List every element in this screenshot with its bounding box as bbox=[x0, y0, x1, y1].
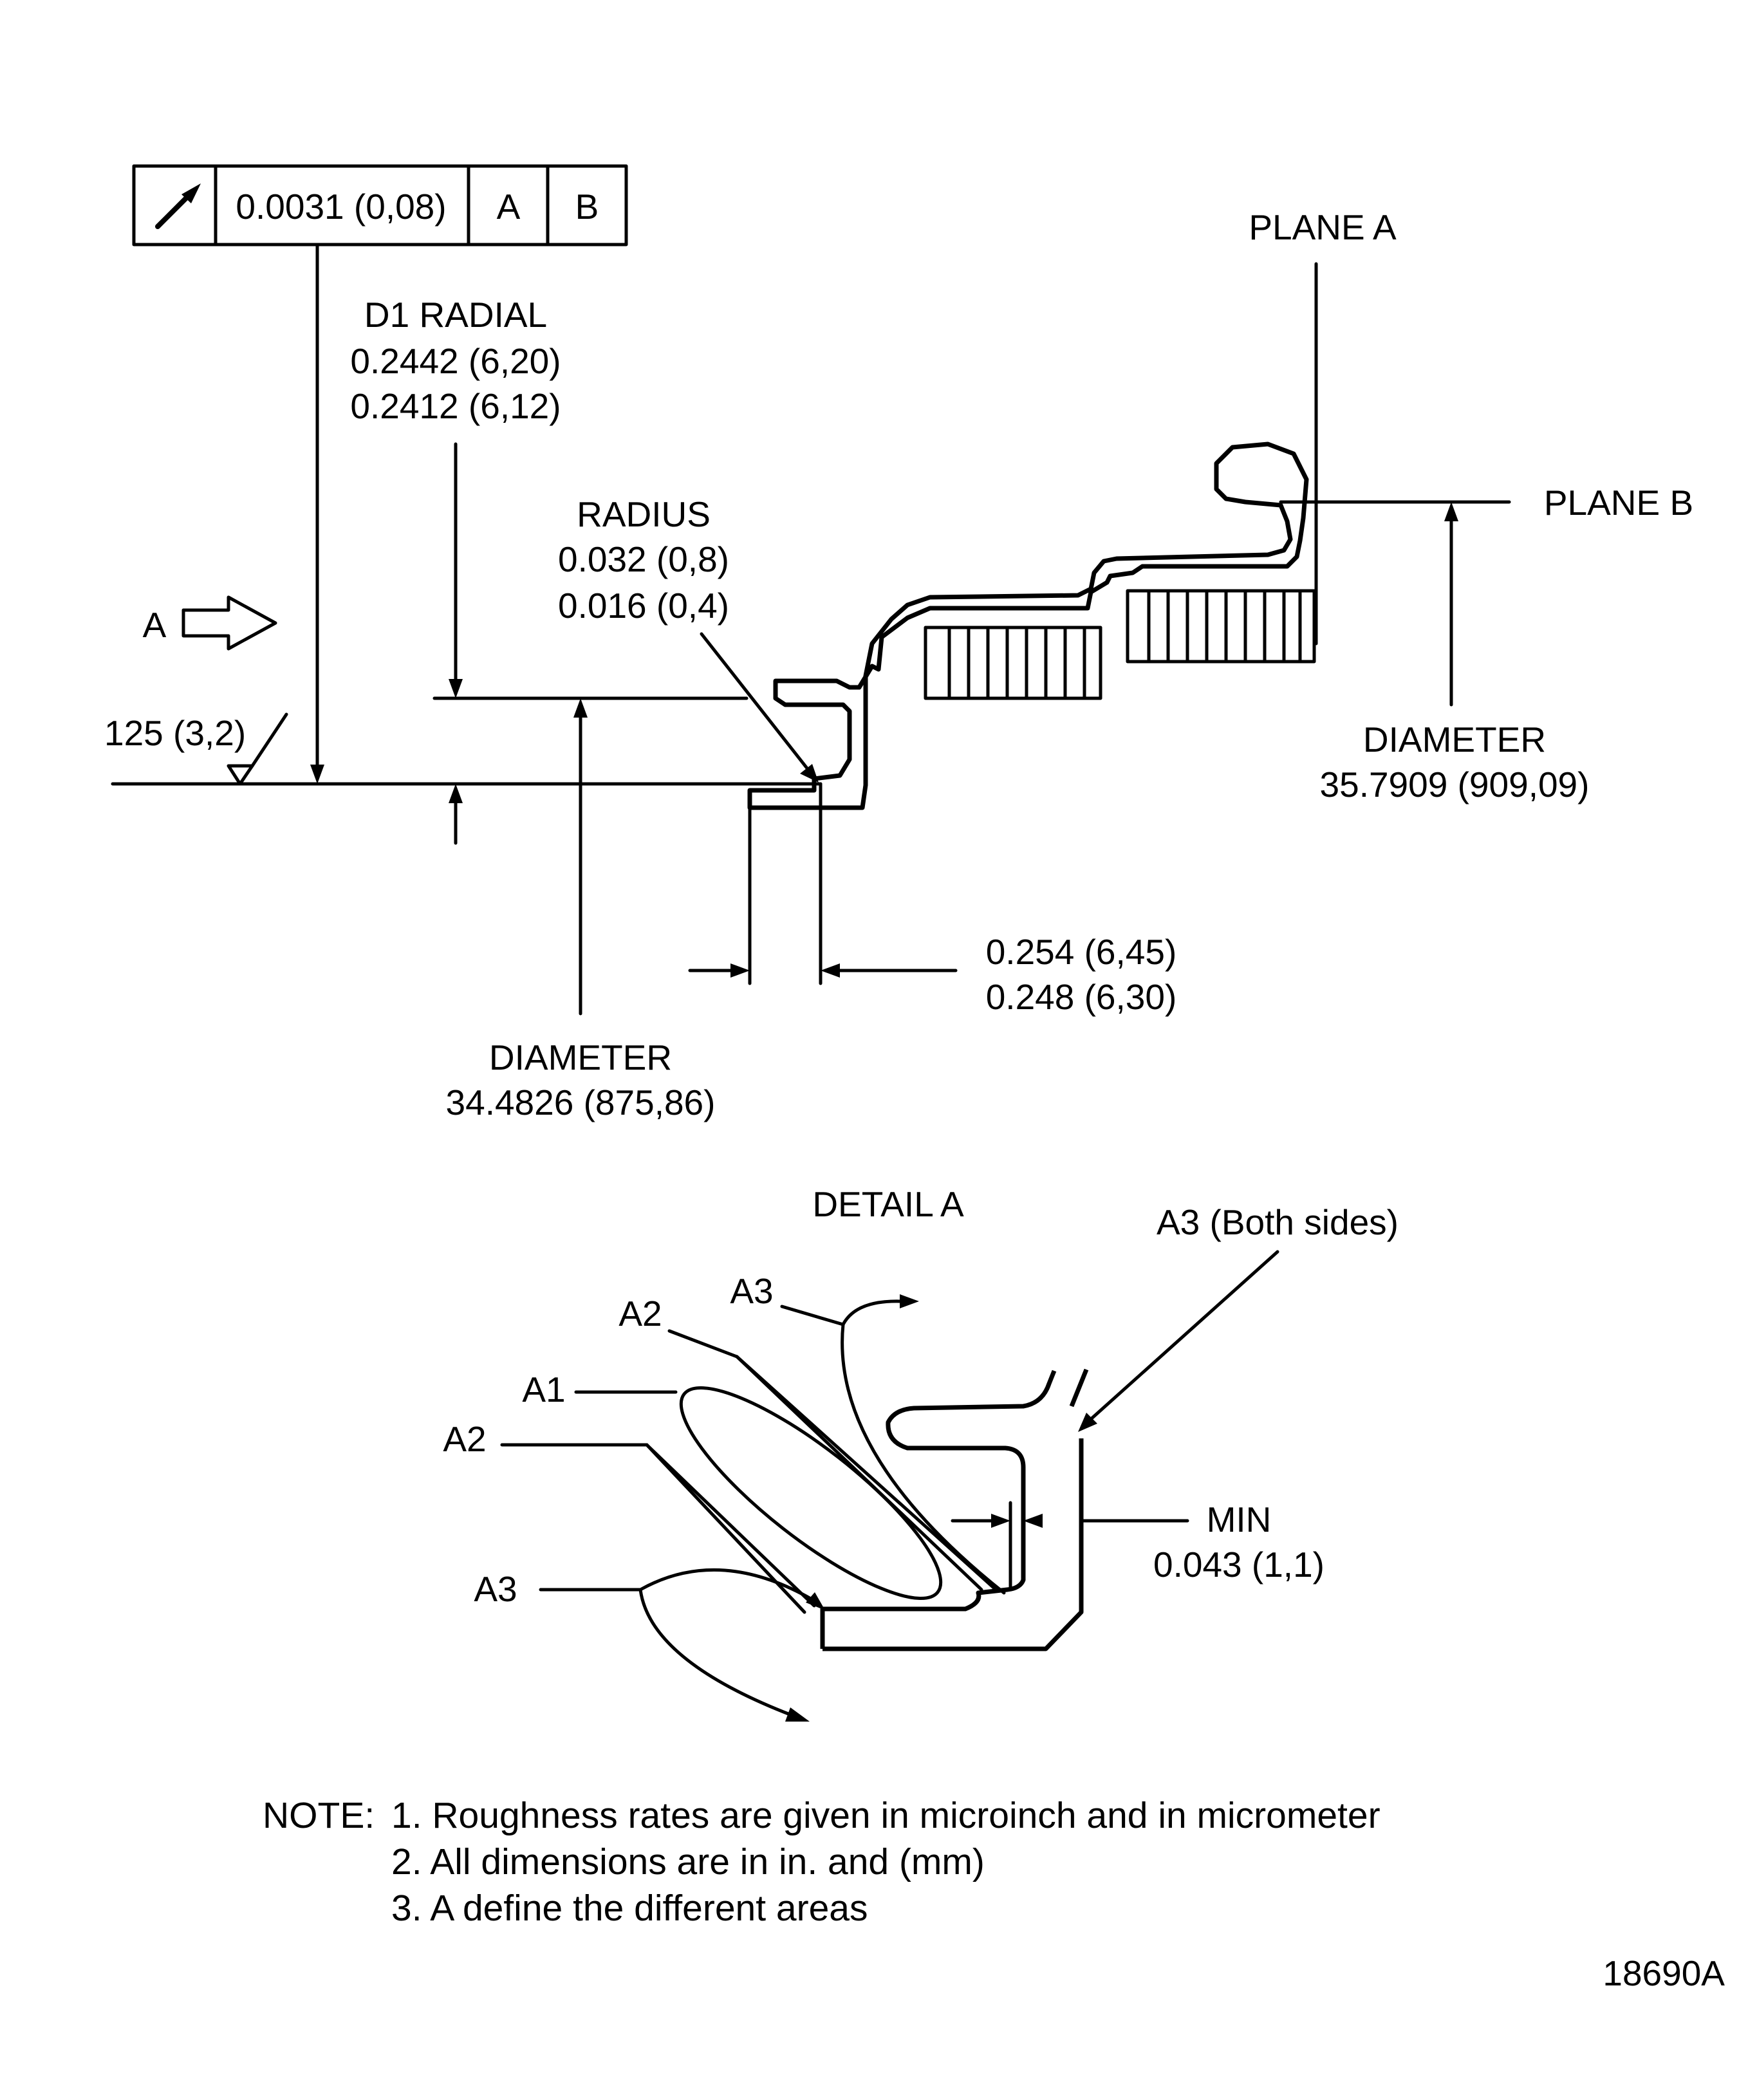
leader bbox=[645, 1443, 816, 1608]
seal-cross-section bbox=[747, 441, 1309, 810]
width-dimension: 0.254 (6,45) 0.248 (6,30) bbox=[688, 782, 1177, 1017]
note-3: 3. A define the different areas bbox=[391, 1888, 868, 1929]
view-arrow-icon bbox=[181, 595, 277, 651]
area-a1-outline bbox=[679, 1386, 943, 1601]
view-a-indicator: A bbox=[143, 595, 277, 651]
part-profile bbox=[747, 441, 1316, 810]
serrations-right bbox=[1126, 589, 1316, 664]
radius-max: 0.032 (0,8) bbox=[558, 539, 729, 579]
arrowhead bbox=[785, 1707, 810, 1722]
fcf-datum-a: A bbox=[497, 187, 521, 227]
detail-a-a3-bottom: A3 bbox=[474, 1569, 517, 1609]
radius-title: RADIUS bbox=[577, 494, 711, 534]
detail-a-a3-both-sides: A3 (Both sides) bbox=[1157, 1202, 1399, 1242]
area-sweep-curve bbox=[638, 1568, 819, 1604]
detail-a-title: DETAIL A bbox=[812, 1184, 964, 1224]
plane-b-label: PLANE B bbox=[1544, 483, 1693, 523]
diameter-left-title: DIAMETER bbox=[489, 1037, 672, 1077]
arrowhead bbox=[991, 1514, 1010, 1528]
arrowhead bbox=[310, 765, 324, 784]
runout-arrow-icon bbox=[155, 183, 201, 229]
arrowhead bbox=[1023, 1514, 1043, 1528]
arrowhead bbox=[900, 1294, 919, 1308]
detail-a-a2-top: A2 bbox=[618, 1294, 662, 1333]
detail-a-a2-left: A2 bbox=[443, 1419, 486, 1459]
figure-id: 18690A bbox=[1603, 1953, 1725, 1993]
d1-radial-dimension: D1 RADIAL 0.2442 (6,20) 0.2412 (6,12) bbox=[350, 295, 561, 845]
detail-profile bbox=[820, 1370, 1057, 1649]
diameter-right-value: 35.7909 (909,09) bbox=[1320, 765, 1590, 804]
note-1: 1. Roughness rates are given in microinc… bbox=[391, 1795, 1380, 1836]
arrowhead bbox=[800, 764, 819, 783]
area-sweep-curve bbox=[841, 1299, 903, 1326]
note-2: 2. All dimensions are in in. and (mm) bbox=[391, 1841, 985, 1882]
diameter-right-title: DIAMETER bbox=[1363, 720, 1546, 759]
roughness-value: 125 (3,2) bbox=[104, 713, 246, 753]
arrowhead bbox=[1078, 1413, 1097, 1432]
arrowhead bbox=[821, 963, 840, 978]
width-min: 0.248 (6,30) bbox=[986, 977, 1177, 1017]
notes-prefix: NOTE: bbox=[263, 1795, 375, 1836]
detail-a-a1: A1 bbox=[522, 1370, 565, 1409]
arrowhead bbox=[449, 679, 463, 698]
radius-leader bbox=[700, 632, 810, 771]
leader bbox=[667, 1329, 739, 1359]
leader bbox=[1089, 1250, 1279, 1421]
surface-finish-icon bbox=[227, 764, 254, 786]
d1-radial-min: 0.2412 (6,12) bbox=[350, 386, 561, 426]
fcf-tolerance: 0.0031 (0,08) bbox=[236, 187, 446, 227]
diameter-right-dimension: DIAMETER 35.7909 (909,09) bbox=[1320, 502, 1590, 804]
d1-radial-title: D1 RADIAL bbox=[364, 295, 547, 335]
reference-lines bbox=[111, 262, 1511, 786]
detail-a-a3-top: A3 bbox=[730, 1271, 773, 1311]
view-a-label: A bbox=[143, 605, 167, 645]
diameter-left-value: 34.4826 (875,86) bbox=[446, 1083, 716, 1122]
d1-radial-max: 0.2442 (6,20) bbox=[350, 341, 561, 381]
surface-finish-tail bbox=[250, 712, 288, 768]
arrowhead bbox=[449, 784, 463, 803]
detail-profile-break bbox=[1069, 1368, 1089, 1408]
detail-a-min-value: 0.043 (1,1) bbox=[1153, 1545, 1325, 1584]
roughness-symbol: 125 (3,2) bbox=[104, 712, 288, 786]
leader bbox=[780, 1305, 845, 1326]
arrowhead bbox=[573, 698, 588, 718]
serrations-left bbox=[924, 626, 1102, 700]
detail-profile-outer bbox=[823, 1438, 1084, 1651]
diameter-left-dimension: DIAMETER 34.4826 (875,86) bbox=[446, 698, 716, 1122]
arrowhead bbox=[1444, 502, 1458, 521]
fcf-border bbox=[132, 164, 628, 246]
area-sweep-curve bbox=[638, 1588, 794, 1717]
feature-control-frame: 0.0031 (0,08) A B bbox=[132, 164, 628, 784]
radius-callout: RADIUS 0.032 (0,8) 0.016 (0,4) bbox=[558, 494, 819, 783]
detail-a-min-title: MIN bbox=[1207, 1500, 1272, 1539]
plane-a-label: PLANE A bbox=[1249, 207, 1397, 247]
radius-min: 0.016 (0,4) bbox=[558, 586, 729, 626]
width-max: 0.254 (6,45) bbox=[986, 932, 1177, 972]
detail-a: DETAIL A A3 (Both sides) A3 A2 A1 A2 A3 bbox=[443, 1184, 1399, 1722]
fcf-datum-b: B bbox=[575, 187, 599, 227]
notes: NOTE: 1. Roughness rates are given in mi… bbox=[263, 1795, 1380, 1929]
leader bbox=[735, 1355, 996, 1590]
area-sweep-curve bbox=[841, 1323, 1006, 1595]
arrowhead bbox=[730, 963, 750, 978]
